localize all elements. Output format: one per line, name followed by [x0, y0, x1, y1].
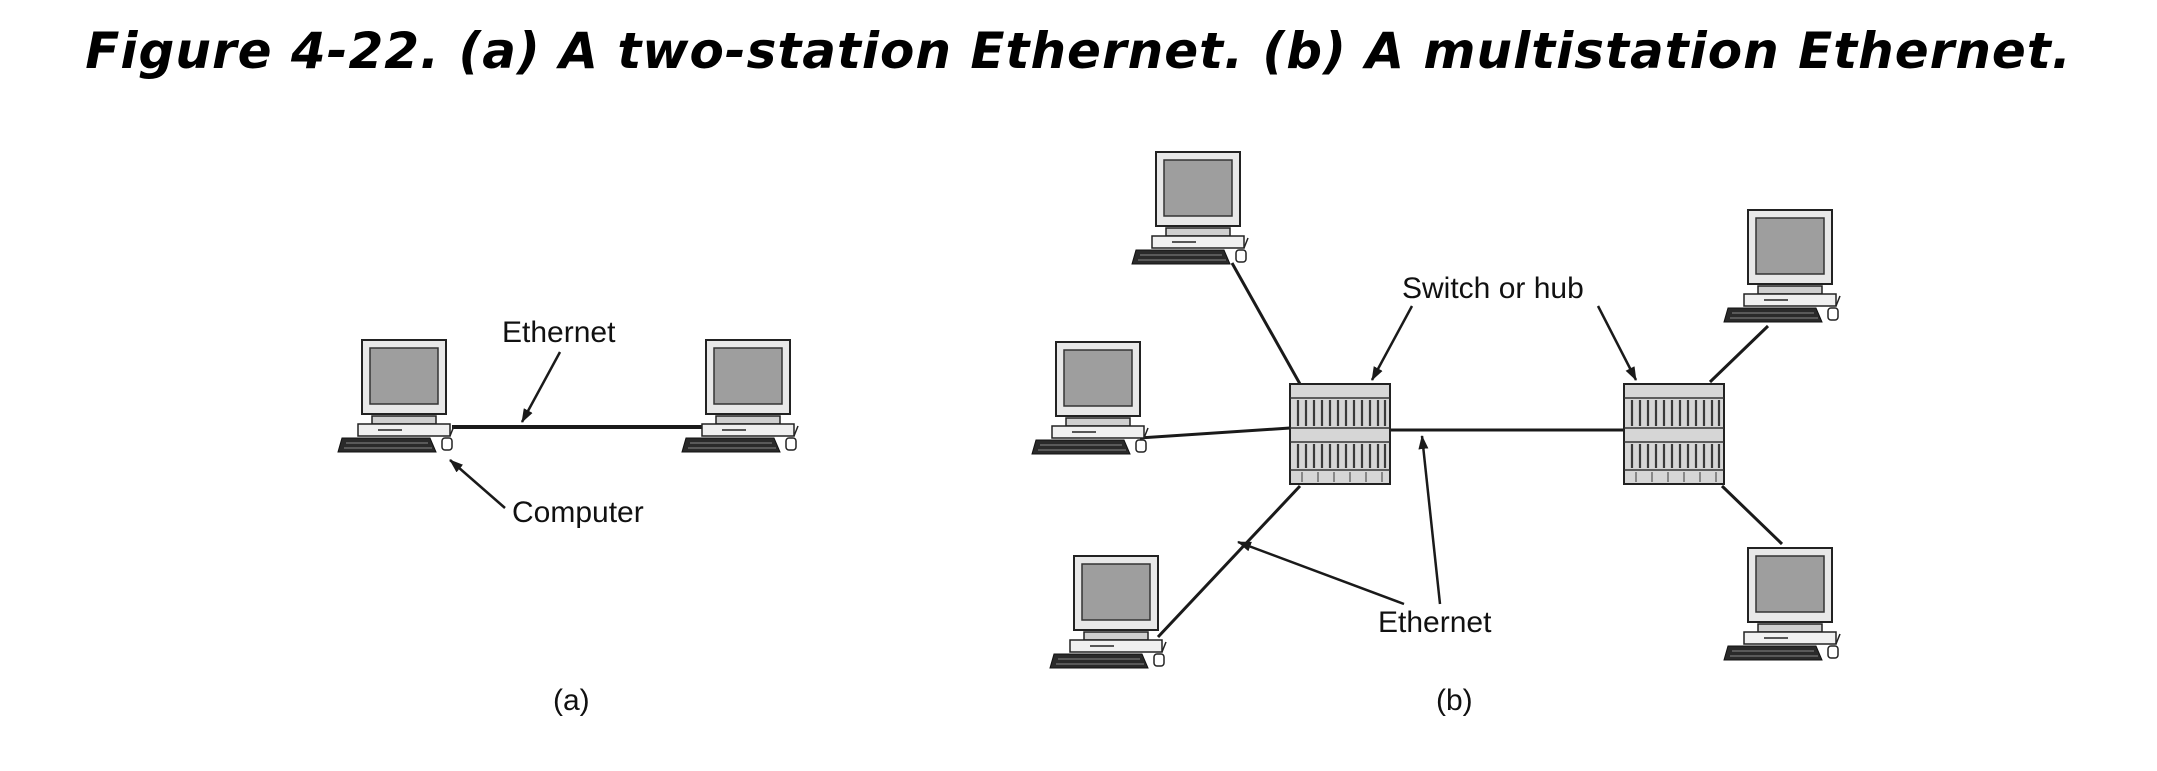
computer-b-mid-left [1031, 341, 1149, 455]
arrow-ethernet-diagonal [1237, 540, 1405, 606]
ethernet-label-a: Ethernet [502, 316, 616, 349]
switch-right [1622, 382, 1726, 486]
computer-b-bottom-left [1049, 555, 1167, 669]
computer-a-right [681, 339, 799, 453]
computer-b-top-left [1131, 151, 1249, 265]
ethernet-label-b: Ethernet [1378, 606, 1492, 639]
computer-label-a: Computer [512, 496, 644, 529]
switch-left [1288, 382, 1392, 486]
arrow-switch-right [1596, 305, 1638, 381]
cable-mid-left [1139, 426, 1291, 440]
computer-b-bottom-right [1723, 547, 1841, 661]
arrow-computer-a [449, 459, 506, 509]
caption-b: (b) [1436, 684, 1473, 717]
cable-bottom-right [1720, 484, 1784, 546]
cable-top-right [1708, 324, 1770, 384]
figure-title: Figure 4-22. (a) A two-station Ethernet.… [85, 22, 2072, 80]
arrow-ethernet-link [1418, 435, 1442, 605]
switch-label-b: Switch or hub [1402, 272, 1584, 305]
panel-b: Switch or hub Ethernet (b) [1031, 151, 1841, 717]
arrow-ethernet-a [520, 351, 562, 423]
caption-a: (a) [553, 684, 590, 717]
computer-a-left [337, 339, 455, 453]
arrow-switch-left [1370, 305, 1414, 381]
computer-b-top-right [1723, 209, 1841, 323]
cable-top-left [1230, 262, 1302, 385]
panel-a: Ethernet Computer (a) [337, 316, 799, 717]
cable-bottom-left [1156, 484, 1302, 639]
